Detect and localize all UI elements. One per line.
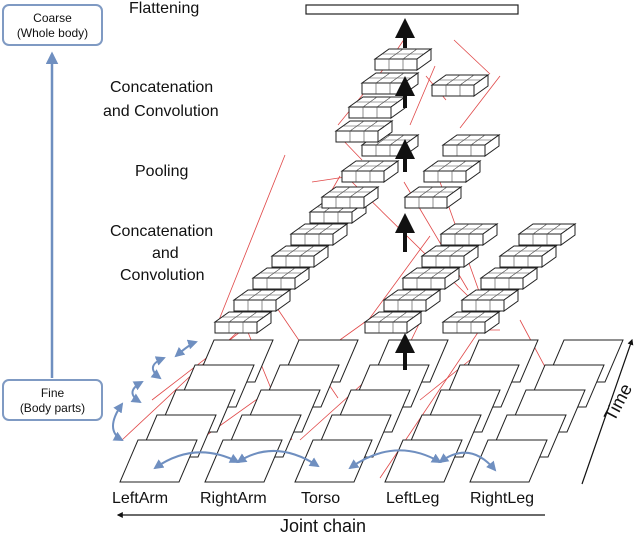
joint-arrow-0: [153, 451, 240, 470]
joint-arrow-1: [236, 450, 320, 468]
level1-block-2-2: [479, 267, 539, 290]
level1-block-1-4: [439, 223, 499, 246]
coarse-box: Coarse (Whole body): [2, 4, 103, 46]
time-arrow: [581, 338, 634, 485]
receptive-line-4: [214, 154, 286, 331]
joint-arrow-3: [438, 451, 497, 472]
concat-conv-bottom-label-1: Concatenation: [110, 223, 214, 240]
fine-sublabel: (Body parts): [19, 401, 86, 415]
flattening-label: Flattening: [129, 0, 200, 17]
input-frame-1-0: [204, 439, 283, 483]
joint-arrow-4: [112, 402, 124, 441]
coarse-label: Coarse: [33, 11, 72, 25]
level1-block-2-1: [460, 289, 520, 312]
joint-connection-arrows: [112, 339, 497, 472]
level3-block-a-0: [334, 120, 394, 143]
level1-block-2-4: [517, 223, 577, 246]
input-frames: [119, 339, 624, 483]
level3-block-a-3: [373, 48, 433, 71]
coarse-sublabel: (Whole body): [16, 26, 89, 40]
pooling-label: Pooling: [135, 163, 189, 180]
level1-block-1-2: [401, 267, 461, 290]
receptive-line-17: [409, 65, 436, 126]
level2-block-a-0: [320, 186, 380, 209]
level1-block-1-3: [420, 245, 480, 268]
body-part-label-leftleg: LeftLeg: [386, 490, 440, 507]
axis-arrows: [45, 51, 634, 518]
joint-chain-label: Joint chain: [280, 516, 367, 536]
concat-conv-bottom-label-3: Convolution: [120, 267, 205, 284]
body-part-label-rightarm: RightArm: [200, 490, 267, 507]
joint-arrow-6: [150, 356, 166, 380]
concat-conv-bottom-label-2: and: [152, 245, 179, 262]
feature-blocks: [213, 4, 577, 334]
level3-block-b-0: [430, 74, 490, 97]
level1-block-0-0: [213, 311, 273, 334]
input-frame-0-0: [119, 439, 198, 483]
level3-block-a-1: [347, 96, 407, 119]
receptive-line-19: [453, 39, 491, 75]
level1-block-2-0: [441, 311, 501, 334]
level2-block-b-1: [422, 160, 482, 183]
level1-block-0-3: [270, 245, 330, 268]
concat-conv-top-label-2: and Convolution: [103, 103, 219, 120]
body-part-label-leftarm: LeftArm: [112, 490, 169, 507]
joint-arrow-5: [130, 381, 144, 404]
level1-block-2-3: [498, 245, 558, 268]
level1-block-0-4: [289, 223, 349, 246]
input-frame-4-0: [469, 439, 548, 483]
level1-block-0-2: [251, 267, 311, 290]
flattening-bar: [305, 4, 519, 15]
receptive-line-8: [366, 235, 431, 323]
level2-block-b-0: [403, 186, 463, 209]
level1-block-1-1: [382, 289, 442, 312]
level3-block-a-2: [360, 72, 420, 95]
level1-block-0-1: [232, 289, 292, 312]
level2-block-a-1: [340, 160, 400, 183]
fine-box: Fine (Body parts): [2, 379, 103, 421]
body-part-label-rightleg: RightLeg: [470, 490, 535, 507]
joint-arrow-2: [348, 449, 442, 470]
joint-arrow-7: [174, 339, 198, 358]
receptive-line-20: [459, 75, 501, 129]
input-frame-3-0: [384, 439, 463, 483]
level2-block-b-2: [441, 134, 501, 157]
body-part-label-torso: Torso: [301, 490, 341, 507]
level1-block-1-0: [363, 311, 423, 334]
concat-conv-top-label-1: Concatenation: [110, 79, 214, 96]
fine-label: Fine: [40, 386, 65, 400]
